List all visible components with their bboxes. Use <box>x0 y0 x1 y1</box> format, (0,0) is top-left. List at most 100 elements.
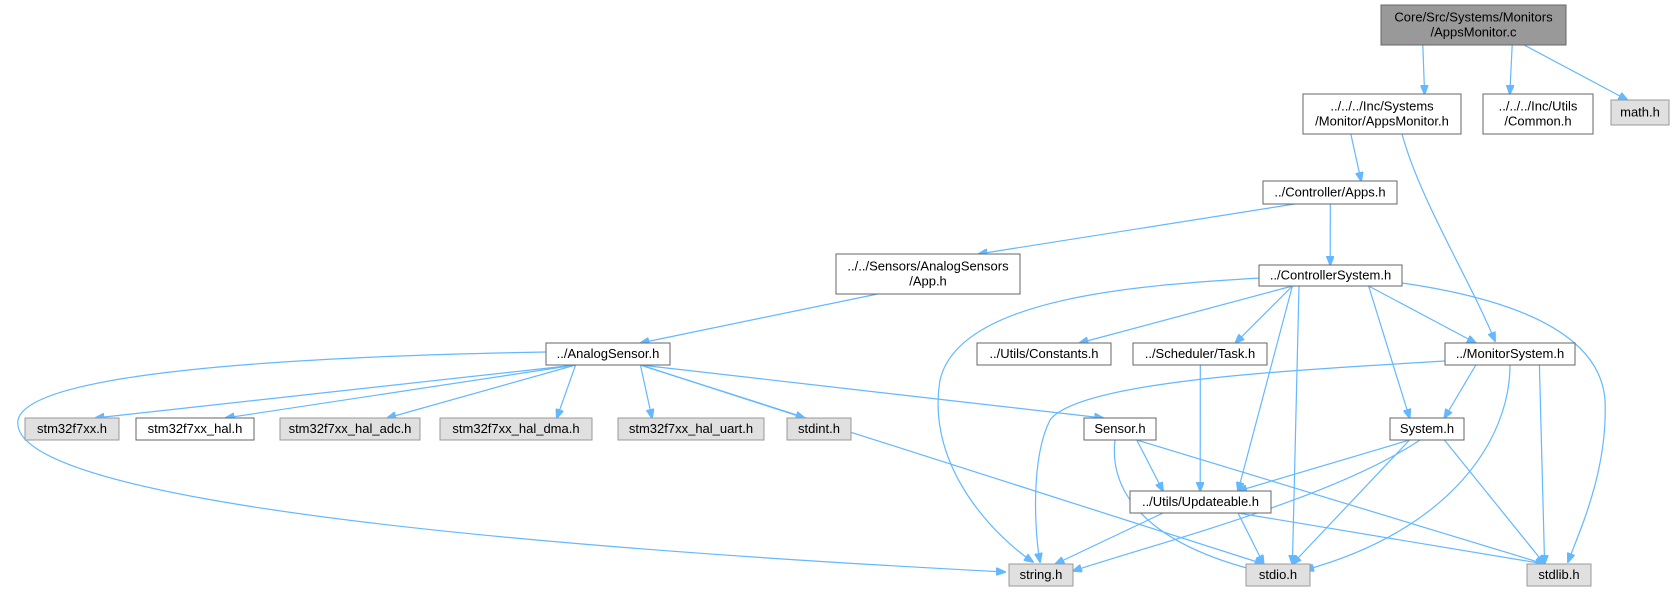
node-label: /AppsMonitor.c <box>1431 25 1517 40</box>
node-label: stm32f7xx_hal_dma.h <box>452 421 579 436</box>
node-label: stdlib.h <box>1538 567 1579 582</box>
node-task-h[interactable]: ../Scheduler/Task.h <box>1132 342 1268 366</box>
edge-monitor-system-h-to-string-h <box>1036 360 1446 562</box>
edge-analog-sensor-h-to-stm32f7xx-hal-dma-h <box>557 364 577 418</box>
node-stm32f7xx-hal-h[interactable]: stm32f7xx_hal.h <box>135 417 255 441</box>
node-stm32f7xx-hal-uart-h: stm32f7xx_hal_uart.h <box>617 417 765 441</box>
edge-controller-system-h-to-constants-h <box>1079 285 1293 343</box>
node-sensor-h[interactable]: Sensor.h <box>1083 417 1157 441</box>
edge-system-h-to-stdlib-h <box>1443 439 1544 564</box>
node-label: ../../Sensors/AnalogSensors <box>847 259 1009 274</box>
node-apps-monitor-c[interactable]: Core/Src/Systems/Monitors/AppsMonitor.c <box>1380 4 1567 46</box>
edge-updateable-h-to-string-h <box>1055 512 1164 564</box>
edges-layer <box>17 44 1628 572</box>
node-stdio-h: stdio.h <box>1245 563 1311 587</box>
edge-apps-monitor-h-to-controller-apps-h <box>1350 133 1361 181</box>
node-label: ../ControllerSystem.h <box>1270 268 1391 283</box>
node-label: Sensor.h <box>1094 421 1145 436</box>
node-label: ../../../Inc/Utils <box>1499 99 1578 114</box>
node-label: stm32f7xx_hal.h <box>148 421 243 436</box>
edge-monitor-system-h-to-stdlib-h <box>1538 364 1544 564</box>
node-label: stdio.h <box>1259 567 1297 582</box>
node-analog-sensor-h[interactable]: ../AnalogSensor.h <box>545 342 671 366</box>
edge-monitor-system-h-to-system-h <box>1444 364 1477 418</box>
node-controller-apps-h[interactable]: ../Controller/Apps.h <box>1262 180 1398 205</box>
node-box <box>1258 264 1403 287</box>
edge-controller-system-h-to-monitor-system-h <box>1368 285 1476 343</box>
edge-apps-monitor-c-to-common-h <box>1510 44 1512 94</box>
node-label: stdint.h <box>798 421 840 436</box>
edge-controller-system-h-to-stdio-h <box>1292 285 1300 564</box>
node-label: ../MonitorSystem.h <box>1456 346 1564 361</box>
node-label: ../Scheduler/Task.h <box>1145 346 1256 361</box>
node-string-h: string.h <box>1008 563 1074 587</box>
node-stm32f7xx-h: stm32f7xx.h <box>24 417 120 441</box>
node-stm32f7xx-hal-adc-h: stm32f7xx_hal_adc.h <box>279 417 421 441</box>
edge-analog-sensor-h-to-stm32f7xx-h <box>95 364 576 418</box>
edge-system-h-to-stdio-h <box>1292 439 1411 564</box>
node-updateable-h[interactable]: ../Utils/Updateable.h <box>1129 490 1272 514</box>
edge-analog-sensor-h-to-stm32f7xx-hal-adc-h <box>387 364 576 418</box>
nodes-layer: Core/Src/Systems/Monitors/AppsMonitor.c.… <box>24 4 1670 587</box>
node-box <box>279 417 421 441</box>
node-label: /App.h <box>909 274 947 289</box>
node-common-h[interactable]: ../../../Inc/Utils/Common.h <box>1482 93 1594 135</box>
edge-apps-monitor-c-to-math-h <box>1523 44 1627 100</box>
edge-controller-system-h-to-stdlib-h <box>1401 282 1606 562</box>
node-box <box>1389 417 1465 441</box>
node-box <box>1129 490 1272 514</box>
node-box <box>24 417 120 441</box>
node-stdint-h: stdint.h <box>786 417 852 441</box>
edge-controller-apps-h-to-sensors-app-h <box>978 203 1295 254</box>
edge-controller-system-h-to-task-h <box>1235 285 1293 343</box>
edge-controller-system-h-to-system-h <box>1368 285 1410 418</box>
node-label: ../Controller/Apps.h <box>1274 185 1385 200</box>
node-label: stm32f7xx_hal_uart.h <box>629 421 753 436</box>
edge-analog-sensor-h-to-stm32f7xx-hal-h <box>226 364 576 418</box>
node-box <box>545 342 671 366</box>
node-monitor-system-h[interactable]: ../MonitorSystem.h <box>1444 342 1576 366</box>
node-label: math.h <box>1620 105 1660 120</box>
edge-system-h-to-string-h <box>1073 439 1421 571</box>
node-label: Core/Src/Systems/Monitors <box>1394 10 1553 25</box>
edge-apps-monitor-c-to-apps-monitor-h <box>1423 44 1425 94</box>
node-box <box>439 417 593 441</box>
edge-controller-system-h-to-updateable-h <box>1238 285 1293 491</box>
edge-analog-sensor-h-to-stdio-h <box>640 364 1263 564</box>
node-label: stm32f7xx_hal_adc.h <box>289 421 412 436</box>
node-box <box>617 417 765 441</box>
node-controller-system-h[interactable]: ../ControllerSystem.h <box>1258 264 1403 287</box>
node-box <box>835 253 1021 295</box>
node-box <box>1262 180 1398 205</box>
edge-analog-sensor-h-to-sensor-h <box>640 364 1103 418</box>
node-box <box>1482 93 1594 135</box>
edge-analog-sensor-h-to-string-h <box>17 351 1005 572</box>
edge-updateable-h-to-stdlib-h <box>1237 512 1545 564</box>
node-box <box>1526 563 1592 587</box>
node-box <box>1302 93 1462 135</box>
edge-sensors-app-h-to-analog-sensor-h <box>640 293 878 343</box>
node-system-h[interactable]: System.h <box>1389 417 1465 441</box>
node-box <box>1444 342 1576 366</box>
node-label: ../Utils/Updateable.h <box>1142 494 1259 509</box>
edge-sensor-h-to-updateable-h <box>1136 439 1163 491</box>
node-box <box>1245 563 1311 587</box>
node-math-h: math.h <box>1610 99 1670 126</box>
node-stdlib-h: stdlib.h <box>1526 563 1592 587</box>
node-label: stm32f7xx.h <box>37 421 107 436</box>
node-box <box>976 342 1112 366</box>
node-sensors-app-h[interactable]: ../../Sensors/AnalogSensors/App.h <box>835 253 1021 295</box>
edge-analog-sensor-h-to-stm32f7xx-hal-uart-h <box>639 364 652 418</box>
node-label: string.h <box>1020 567 1063 582</box>
node-box <box>1610 99 1670 126</box>
node-constants-h[interactable]: ../Utils/Constants.h <box>976 342 1112 366</box>
edge-apps-monitor-h-to-monitor-system-h <box>1401 133 1495 341</box>
edge-monitor-system-h-to-stdio-h <box>1305 364 1511 570</box>
node-label: ../AnalogSensor.h <box>557 346 660 361</box>
edge-system-h-to-updateable-h <box>1238 439 1410 491</box>
node-label: ../Utils/Constants.h <box>989 346 1098 361</box>
node-label: /Monitor/AppsMonitor.h <box>1315 114 1449 129</box>
node-apps-monitor-h[interactable]: ../../../Inc/Systems/Monitor/AppsMonitor… <box>1302 93 1462 135</box>
node-box <box>1132 342 1268 366</box>
